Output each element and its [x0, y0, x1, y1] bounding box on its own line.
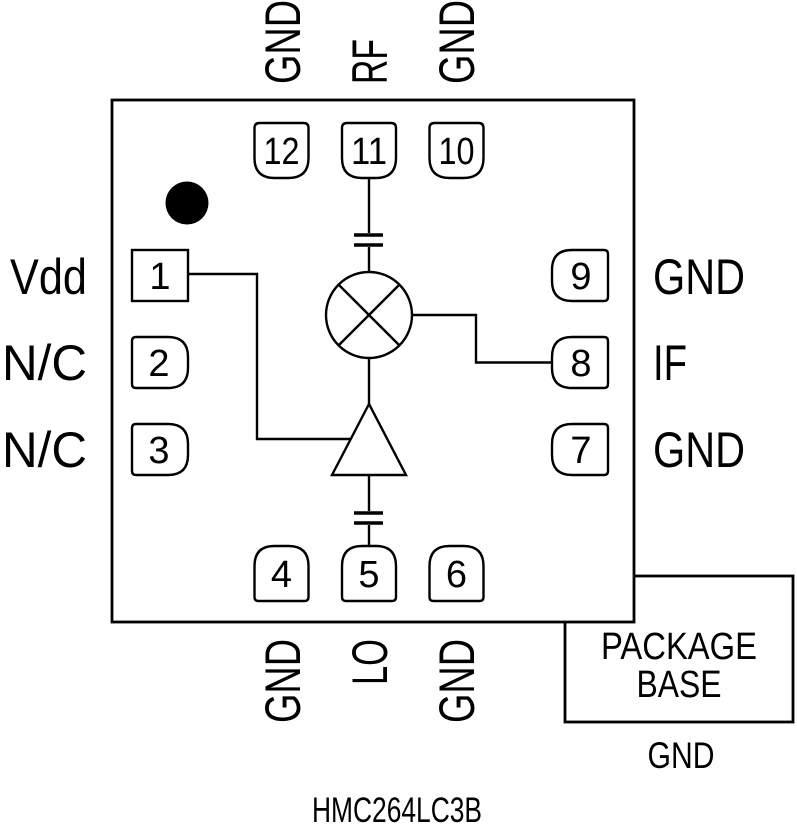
pin-7-pad: 7 — [550, 422, 610, 477]
pin-6-label: GND — [429, 639, 485, 723]
pin-9-pad-shape — [550, 248, 610, 303]
pin-2-pad-shape — [130, 335, 190, 390]
pin-9-number: 9 — [570, 256, 591, 298]
pin-2-label: N/C — [2, 335, 87, 391]
pin-4-pad-shape — [253, 544, 310, 603]
pin-8-pad-shape — [550, 335, 610, 390]
wire-pin1-to-amplifier — [188, 272, 352, 441]
pin-7-pad-shape — [550, 422, 610, 477]
pin-10-pad: 10 — [428, 121, 485, 180]
pin-3-pad-shape — [130, 422, 190, 477]
amplifier-icon — [330, 401, 408, 477]
part-number: HMC264LC3B — [312, 791, 482, 827]
mixer-cross-line — [337, 283, 401, 347]
pin-8-label: IF — [653, 335, 687, 391]
pin-8-number: 8 — [570, 343, 591, 385]
pin-6-pad-shape — [428, 544, 485, 603]
pin-5-pad-shape — [340, 544, 398, 603]
pin-2-pad: 2 — [130, 335, 190, 390]
pin-1-number: 1 — [149, 256, 170, 298]
pin-10-number: 10 — [439, 131, 475, 173]
pin-9-label: GND — [653, 249, 745, 305]
package-base: PACKAGE BASE GND — [563, 574, 795, 776]
package-base-label-line2: BASE — [637, 664, 722, 706]
pin-3-label: N/C — [2, 422, 87, 478]
pin-11-label: RF — [342, 39, 398, 84]
pin-2-number: 2 — [148, 343, 169, 385]
pin-4-number: 4 — [271, 554, 292, 596]
capacitor-icon — [354, 511, 383, 525]
pin-10-label: GND — [429, 0, 485, 84]
pin-11-number: 11 — [351, 131, 387, 173]
pin-12-label: GND — [255, 0, 311, 84]
pin-6-number: 6 — [446, 554, 467, 596]
internal-wiring — [188, 179, 552, 546]
pin-7-label: GND — [653, 422, 745, 478]
package-base-ground-label: GND — [648, 735, 715, 776]
pin-12-number: 12 — [264, 131, 300, 173]
wire-mixer-to-pin8 — [412, 313, 552, 364]
pin-5-pad: 5 — [340, 544, 398, 603]
package-base-label-line1: PACKAGE — [601, 626, 757, 668]
pin-8-pad: 8 — [550, 335, 610, 390]
pin-11-pad-shape — [340, 121, 398, 180]
pin-1-pad: 1 — [130, 248, 190, 303]
pin-1-pad-shape — [130, 248, 190, 303]
pin1-marker-dot — [165, 181, 209, 225]
pin-3-pad: 3 — [130, 422, 190, 477]
pin-4-label: GND — [255, 639, 311, 723]
pin-4-pad: 4 — [253, 544, 310, 603]
pin-5-label: LO — [342, 639, 398, 685]
capacitor-icon — [354, 233, 383, 247]
pin-5-number: 5 — [358, 554, 379, 596]
pin-12-pad: 12 — [253, 121, 310, 180]
pin-7-number: 7 — [570, 430, 591, 472]
pin-3-number: 3 — [148, 430, 169, 472]
pin-1-label: Vdd — [10, 249, 87, 305]
pin-12-pad-shape — [253, 121, 310, 180]
pin-9-pad: 9 — [550, 248, 610, 303]
pin-11-pad: 11 — [340, 121, 398, 180]
pin-6-pad: 6 — [428, 544, 485, 603]
mixer-icon — [324, 270, 414, 360]
pin-10-pad-shape — [428, 121, 485, 180]
